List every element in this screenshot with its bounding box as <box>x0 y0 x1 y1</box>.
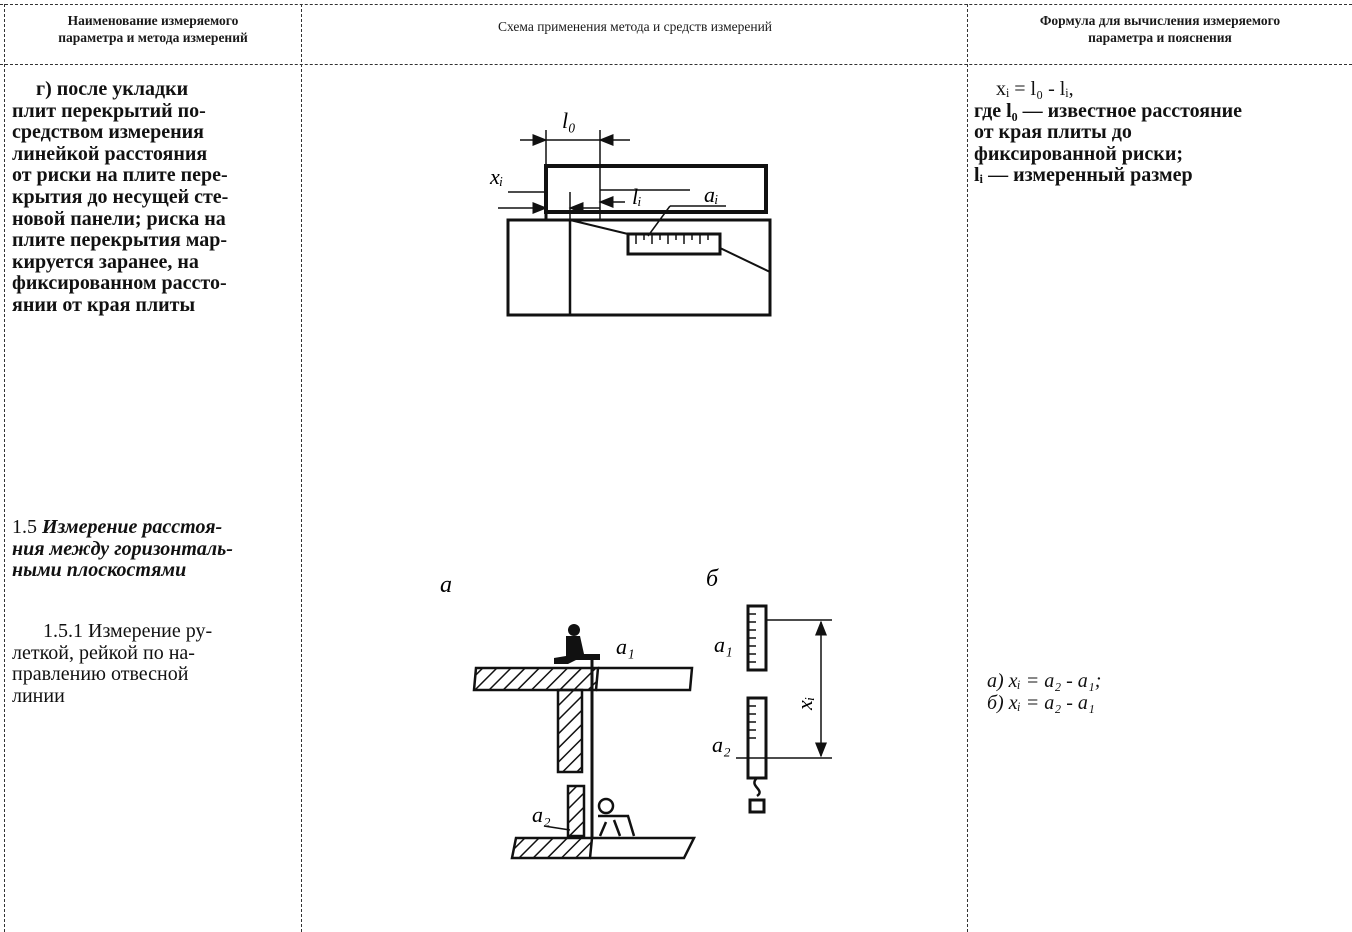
row-15-title-line1: 1.5 Измерение расстоя- <box>12 516 233 539</box>
label-a2: a₂ <box>532 802 551 827</box>
method-line: правлению отвесной <box>12 663 189 686</box>
header-col-parameter-line1: Наименование измеряемого <box>67 13 239 28</box>
row-g-line: плит перекрытий по- <box>12 99 206 122</box>
row-g-formula-line: от края плиты до <box>974 121 1132 144</box>
upper-staff-ticks <box>748 613 756 663</box>
lower-wall <box>566 784 586 838</box>
column-divider-2 <box>967 4 968 932</box>
row-g-line: линейкой расстояния <box>12 142 208 165</box>
header-col-formula-line2: параметра и пояснения <box>1088 30 1232 45</box>
plumb-hook <box>753 777 761 798</box>
wall-panel-outline <box>506 218 772 317</box>
section-number: 1.5 <box>12 516 37 538</box>
header-col-parameter-line2: параметра и метода измерений <box>58 30 248 45</box>
label-xi-b: xᵢ <box>792 697 817 711</box>
a2-leader <box>543 825 571 831</box>
row-g-line: средством измерения <box>12 121 204 144</box>
row-g-formula-main: xᵢ = l₀ - lᵢ, <box>996 78 1074 100</box>
row-g-description: г) после укладки плит перекрытий по- сре… <box>12 78 229 317</box>
formula-a: а) xᵢ = a₂ - a₁; <box>987 670 1102 692</box>
plate-measurement-diagram: l₀ xᵢ lᵢ aᵢ <box>489 108 772 317</box>
row-15-formula: а) xᵢ = a₂ - a₁; б) xᵢ = a₂ - a₁ <box>987 670 1102 714</box>
header-col-scheme: Схема применения метода и средств измере… <box>310 18 960 35</box>
staff-measurement-diagram: б xᵢ a₁ a₂ <box>706 566 832 814</box>
row-g-line: новой панели; риска на <box>12 207 226 230</box>
upper-wall <box>556 688 584 774</box>
lower-slab <box>510 836 594 860</box>
label-variant-a: а <box>440 572 452 598</box>
tape-measure-diagram: а a₁ a₂ <box>440 572 697 860</box>
method-line: леткой, рейкой по на- <box>12 641 195 664</box>
label-a1: a₁ <box>616 634 635 659</box>
section-title-part: ными плоскостями <box>12 559 187 582</box>
row-g-line: янии от края плиты <box>12 293 196 316</box>
row-g-line: крытия до несущей сте- <box>12 185 229 208</box>
upper-slab-right <box>596 666 694 692</box>
row-g-formula-line: lᵢ — измеренный размер <box>974 164 1193 187</box>
label-ai: aᵢ <box>704 182 718 207</box>
row-g-line: кируется заранее, на <box>12 250 199 273</box>
method-line: 1.5.1 Измерение ру- <box>43 620 213 642</box>
section-title-part: ния между горизонталь- <box>12 537 233 560</box>
lower-slab-right <box>590 836 697 860</box>
table-left-border <box>4 4 5 932</box>
header-col-scheme-text: Схема применения метода и средств измере… <box>497 19 773 34</box>
ruler <box>626 232 722 256</box>
row-g-formula: xᵢ = l₀ - lᵢ, где l₀ — известное расстоя… <box>974 78 1243 187</box>
ruler-ticks <box>635 234 709 244</box>
ai-pointer <box>647 205 671 237</box>
upper-slab <box>472 666 600 692</box>
header-col-parameter: Наименование измеряемого параметра и мет… <box>10 12 296 46</box>
worker-top-icon <box>554 624 600 664</box>
worker-bottom-icon <box>597 797 636 837</box>
lower-staff-ticks <box>748 705 756 739</box>
formula-b: б) xᵢ = a₂ - a₁ <box>987 691 1095 714</box>
row-g-line: плите перекрытия мар- <box>12 229 228 252</box>
label-variant-b: б <box>706 566 719 592</box>
header-bottom-border <box>0 64 1352 65</box>
row-15-method: 1.5.1 Измерение ру- леткой, рейкой по на… <box>12 620 213 707</box>
row-15-section: 1.5 Измерение расстоя- ния между горизон… <box>12 516 233 582</box>
label-li: lᵢ <box>632 184 642 209</box>
label-a2-b: a₂ <box>712 732 731 757</box>
method-line: линии <box>12 684 65 707</box>
plumb-bob <box>748 798 766 814</box>
floor-plate-outline <box>544 164 768 214</box>
label-a1-b: a₁ <box>714 632 733 657</box>
table-top-border <box>0 4 1352 5</box>
column-divider-1 <box>301 4 302 932</box>
row-g-line: г) после укладки <box>36 78 189 100</box>
section-title-part: Измерение расстоя- <box>42 516 223 538</box>
label-l0: l₀ <box>562 108 576 133</box>
row-g-line: фиксированном рассто- <box>12 272 227 295</box>
row-g-formula-line: фиксированной риски; <box>974 142 1184 165</box>
label-xi: xᵢ <box>489 164 503 189</box>
header-col-formula-line1: Формула для вычисления измеряемого <box>1039 13 1281 28</box>
header-col-formula: Формула для вычисления измеряемого парам… <box>974 12 1346 46</box>
row-g-formula-line: где l₀ — известное расстояние <box>974 99 1243 122</box>
row-g-line: от риски на плите пере- <box>12 164 228 187</box>
